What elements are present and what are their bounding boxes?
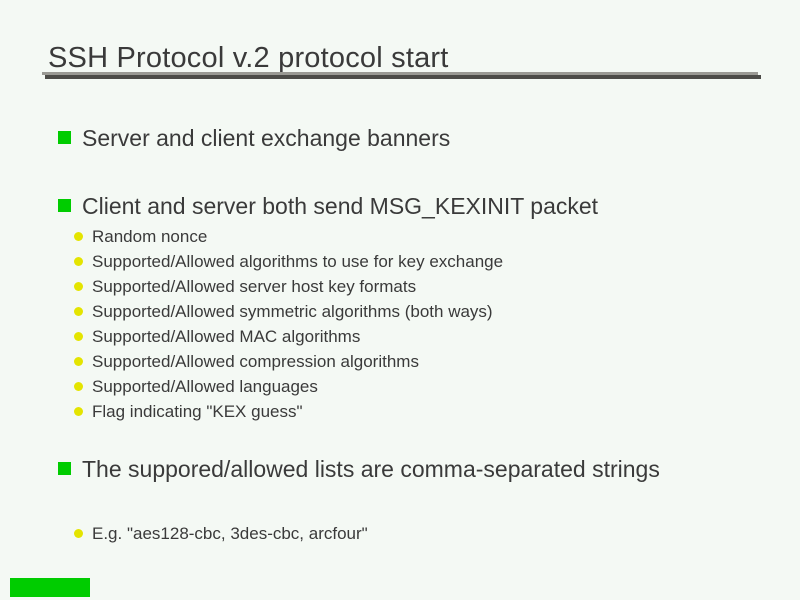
- sub-bullet-text: E.g. "aes128-cbc, 3des-cbc, arcfour": [92, 524, 368, 543]
- square-bullet-icon: [58, 199, 71, 212]
- slide-title: SSH Protocol v.2 protocol start: [48, 42, 449, 74]
- sub-bullet-text: Supported/Allowed MAC algorithms: [92, 327, 361, 346]
- sub-bullet-text: Supported/Allowed languages: [92, 377, 318, 396]
- bullet-text: Client and server both send MSG_KEXINIT …: [82, 193, 599, 219]
- footer-accent-bar: [10, 578, 90, 597]
- sub-bullet-item: Supported/Allowed languages: [74, 374, 503, 399]
- sub-bullet-text: Flag indicating "KEX guess": [92, 402, 303, 421]
- dot-bullet-icon: [74, 332, 83, 341]
- sub-bullet-item: Random nonce: [74, 224, 503, 249]
- title-underline-shadow: [45, 75, 761, 79]
- kexinit-sub-list: Random nonce Supported/Allowed algorithm…: [74, 224, 503, 424]
- sub-bullet-item: Flag indicating "KEX guess": [74, 399, 503, 424]
- dot-bullet-icon: [74, 307, 83, 316]
- dot-bullet-icon: [74, 282, 83, 291]
- sub-bullet-item: E.g. "aes128-cbc, 3des-cbc, arcfour": [74, 521, 368, 546]
- example-sub-list: E.g. "aes128-cbc, 3des-cbc, arcfour": [74, 521, 368, 546]
- sub-bullet-item: Supported/Allowed symmetric algorithms (…: [74, 299, 503, 324]
- bullet-text: The suppored/allowed lists are comma-sep…: [82, 456, 660, 482]
- bullet-item-banners: Server and client exchange banners: [58, 120, 682, 156]
- dot-bullet-icon: [74, 232, 83, 241]
- bullet-text: Server and client exchange banners: [82, 125, 451, 151]
- dot-bullet-icon: [74, 407, 83, 416]
- sub-bullet-text: Supported/Allowed symmetric algorithms (…: [92, 302, 493, 321]
- square-bullet-icon: [58, 462, 71, 475]
- sub-bullet-text: Random nonce: [92, 227, 208, 246]
- sub-bullet-text: Supported/Allowed server host key format…: [92, 277, 417, 296]
- sub-bullet-item: Supported/Allowed MAC algorithms: [74, 324, 503, 349]
- sub-bullet-item: Supported/Allowed algorithms to use for …: [74, 249, 503, 274]
- title-underline: [42, 72, 758, 75]
- bullet-item-kexinit: Client and server both send MSG_KEXINIT …: [58, 188, 598, 224]
- sub-bullet-text: Supported/Allowed compression algorithms: [92, 352, 419, 371]
- sub-bullet-text: Supported/Allowed algorithms to use for …: [92, 252, 504, 271]
- dot-bullet-icon: [74, 382, 83, 391]
- dot-bullet-icon: [74, 357, 83, 366]
- sub-bullet-item: Supported/Allowed compression algorithms: [74, 349, 503, 374]
- dot-bullet-icon: [74, 257, 83, 266]
- dot-bullet-icon: [74, 529, 83, 538]
- sub-bullet-item: Supported/Allowed server host key format…: [74, 274, 503, 299]
- bullet-item-comma-separated: The suppored/allowed lists are comma-sep…: [58, 451, 682, 487]
- square-bullet-icon: [58, 131, 71, 144]
